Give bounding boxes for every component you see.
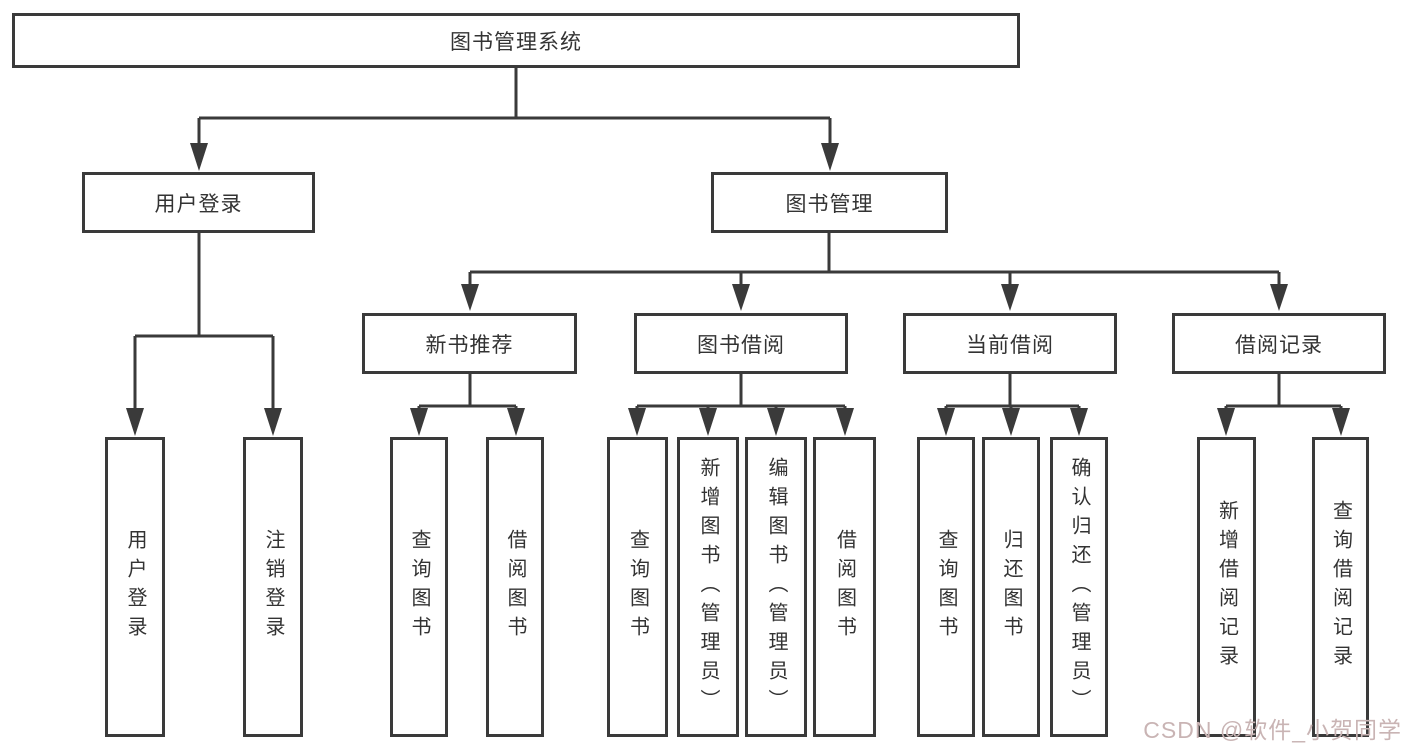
leaf-query-borrow-record-label: 查询借阅记录 [1329,500,1352,674]
leaf-add-book-admin: 新增图书（管理员） [677,437,739,737]
node-book-borrowing: 图书借阅 [634,313,848,374]
leaf-borrow-books-recommend: 借阅图书 [486,437,544,737]
leaf-edit-book-admin: 编辑图书（管理员） [745,437,807,737]
node-book-management-label: 图书管理 [785,192,874,216]
node-borrowing-records: 借阅记录 [1172,313,1386,374]
node-current-borrowing: 当前借阅 [903,313,1117,374]
node-new-book-recommend: 新书推荐 [362,313,577,374]
node-book-management: 图书管理 [711,172,948,233]
leaf-return-book: 归还图书 [982,437,1040,737]
leaf-edit-book-admin-label: 编辑图书（管理员） [765,456,787,718]
node-root-library-system: 图书管理系统 [12,13,1020,68]
node-user-login-branch: 用户登录 [82,172,315,233]
leaf-confirm-return-admin: 确认归还（管理员） [1050,437,1108,737]
leaf-query-books-current: 查询图书 [917,437,975,737]
node-user-login-label: 用户登录 [154,192,243,216]
leaf-logout-label: 注销登录 [262,529,284,645]
leaf-borrow-books-borrowing: 借阅图书 [813,437,876,737]
node-borrowing-records-label: 借阅记录 [1235,333,1323,357]
leaf-query-books-recommend: 查询图书 [390,437,448,737]
leaf-add-book-admin-label: 新增图书（管理员） [697,456,719,718]
leaf-query-books-borrowing-label: 查询图书 [626,529,649,645]
leaf-query-books-current-label: 查询图书 [935,529,957,645]
leaf-borrow-books-recommend-label: 借阅图书 [504,529,526,645]
leaf-logout: 注销登录 [243,437,303,737]
leaf-borrow-books-borrowing-label: 借阅图书 [833,529,856,645]
leaf-user-login-label: 用户登录 [124,529,146,645]
leaf-return-book-label: 归还图书 [1000,529,1022,645]
node-book-borrowing-label: 图书借阅 [697,333,785,357]
node-new-book-recommend-label: 新书推荐 [425,333,514,357]
node-root-label: 图书管理系统 [450,30,582,54]
leaf-query-books-borrowing: 查询图书 [607,437,668,737]
leaf-user-login: 用户登录 [105,437,165,737]
leaf-confirm-return-admin-label: 确认归还（管理员） [1068,456,1090,718]
leaf-query-books-recommend-label: 查询图书 [408,529,430,645]
node-current-borrowing-label: 当前借阅 [966,333,1054,357]
leaf-query-borrow-record: 查询借阅记录 [1312,437,1369,737]
leaf-add-borrow-record: 新增借阅记录 [1197,437,1256,737]
leaf-add-borrow-record-label: 新增借阅记录 [1215,500,1238,674]
